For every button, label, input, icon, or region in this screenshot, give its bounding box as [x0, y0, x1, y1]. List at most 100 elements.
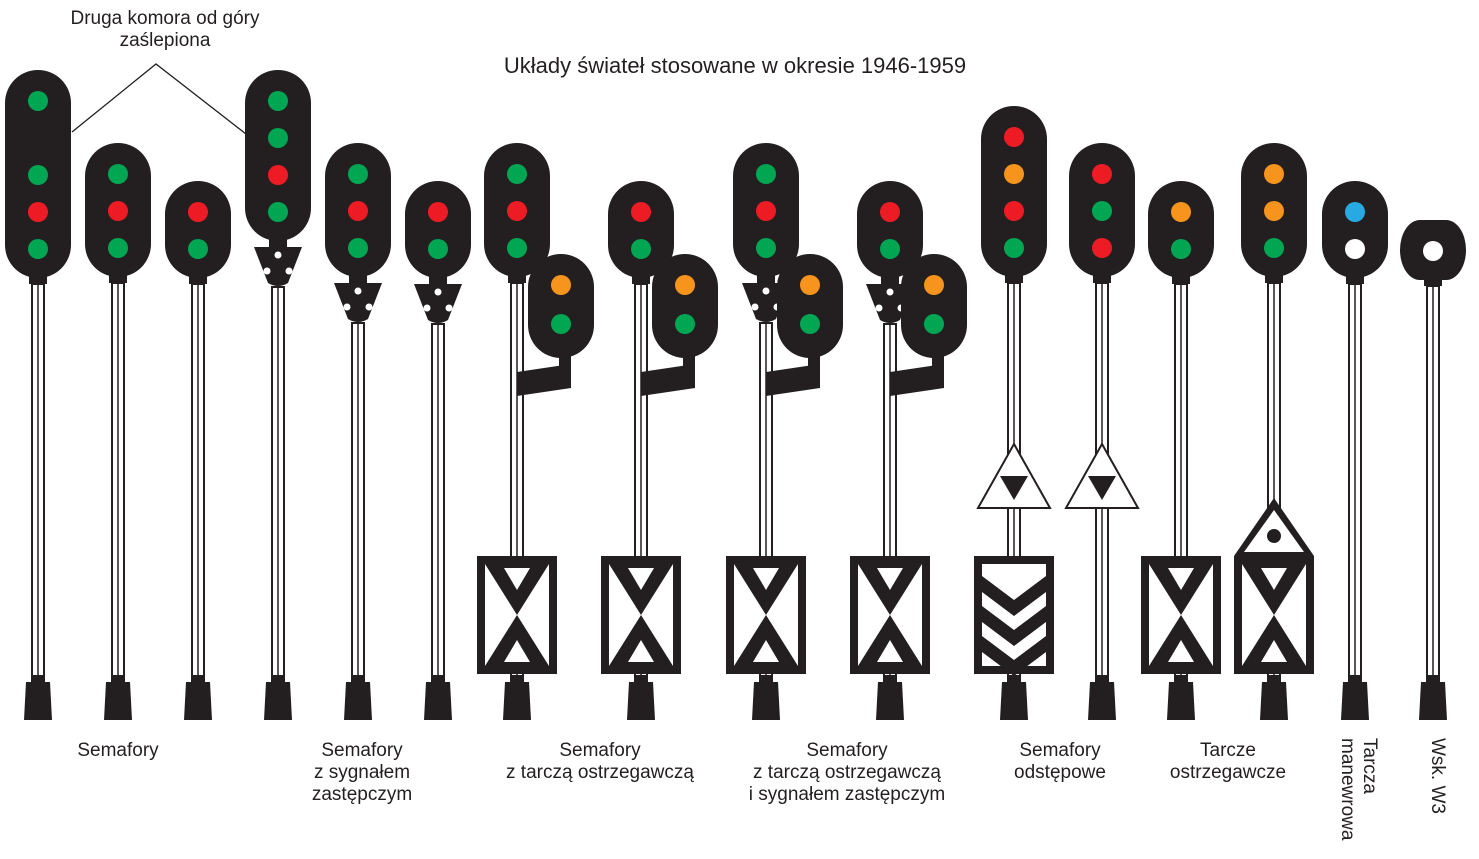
- semafor-tarcza-2-lamp-red: [631, 202, 651, 222]
- semafor-odstepowy-1-lamp-red: [1004, 201, 1024, 221]
- semafor-tarcza-zast-1-base-cap: [759, 676, 773, 684]
- semafor-tarcza-1-base: [503, 682, 531, 720]
- semafor-zast-2-substitute-lamp-right: [365, 303, 373, 311]
- tarcza-manewrowa-neck: [1346, 274, 1364, 284]
- tarcza-manewrowa-lamp-blue: [1345, 202, 1365, 222]
- semafor-tarcza-zast-1-lamp-green: [756, 238, 776, 258]
- semafor-tarcza-zast-2-board-x: [858, 564, 922, 666]
- semafor-zast-3-lamp-green: [428, 239, 448, 259]
- wskaznik-w3-neck: [1424, 276, 1442, 286]
- semafor-3-base-cap: [191, 676, 205, 684]
- semafor-3-lamp-green: [188, 239, 208, 259]
- semafor-odstepowy-1-lamp-green: [1004, 238, 1024, 258]
- semafor-zast-1-lamp-green: [268, 128, 288, 148]
- semafor-3-head: [165, 181, 231, 278]
- tarcza-ostrzegawcza-2-house-dot: [1267, 529, 1281, 543]
- wskaznik-w3-base: [1419, 682, 1447, 720]
- semafor-zast-1-lamp-red: [268, 165, 288, 185]
- semafor-zast-1-base-cap: [271, 676, 285, 684]
- semafor-zast-2-neck: [349, 273, 367, 283]
- wskaznik-w3-lamp-white: [1423, 241, 1443, 261]
- semafor-tarcza-2-base: [627, 682, 655, 720]
- semafor-odstepowy-1-base: [1000, 682, 1028, 720]
- semafor-1-lamp-green: [28, 165, 48, 185]
- semafor-tarcza-zast-1-substitute-lamp-top: [762, 287, 770, 295]
- semafor-odstepowy-2-triangle-inner: [1088, 476, 1116, 500]
- semafor-odstepowy-1-lamp-orange: [1004, 164, 1024, 184]
- semafor-zast-3-substitute: [414, 284, 462, 323]
- tarcza-manewrowa-base-cap: [1348, 676, 1362, 684]
- semafor-tarcza-zast-2-board-x-inner: [877, 568, 903, 662]
- semafor-zast-3-substitute-lamp-left: [423, 304, 431, 312]
- semafor-zast-3-substitute-lamp-top: [434, 288, 442, 296]
- semafor-tarcza-zast-2-substitute-lamp-top: [886, 288, 894, 296]
- semafor-3-base: [184, 682, 212, 720]
- semafor-zast-2-lamp-red: [348, 201, 368, 221]
- semafor-tarcza-1-lamp-red: [507, 201, 527, 221]
- tarcza-manewrowa-head: [1322, 181, 1388, 278]
- semafor-zast-3-head: [405, 181, 471, 278]
- semafor-tarcza-zast-2-neck: [881, 274, 899, 284]
- tarcza-ostrzegawcza-1-board-x-inner: [1168, 568, 1194, 662]
- semafor-tarcza-1-lamp-green: [507, 238, 527, 258]
- group-label-semafory: Semafory: [77, 740, 159, 761]
- tarcza-ostrzegawcza-2-board-x-inner: [1261, 568, 1287, 662]
- semafor-tarcza-2-warning-head: [652, 254, 718, 358]
- semafor-tarcza-zast-2-warning-lamp-orange: [924, 275, 944, 295]
- wskaznik-w3-base-cap: [1426, 676, 1440, 684]
- semafor-tarcza-1-lamp-green: [507, 164, 527, 184]
- semafor-zast-2-substitute-lamp-top: [354, 287, 362, 295]
- tarcza-ostrzegawcza-2-lamp-orange: [1264, 201, 1284, 221]
- semafor-tarcza-zast-2-substitute-lamp-left: [875, 304, 883, 312]
- semafor-tarcza-zast-1-lamp-red: [756, 201, 776, 221]
- semafor-tarcza-zast-2-warning-bracket: [890, 364, 944, 396]
- tarcza-ostrzegawcza-1-base-cap: [1174, 676, 1188, 684]
- semafor-tarcza-1-board-x: [485, 564, 549, 666]
- semafor-tarcza-zast-2-lamp-green: [880, 239, 900, 259]
- semafor-zast-1-substitute: [254, 247, 302, 286]
- semafor-tarcza-2-warning-lamp-green: [675, 314, 695, 334]
- semafor-tarcza-2-warning-bracket: [641, 364, 695, 396]
- tarcza-ostrzegawcza-2-board-x: [1242, 564, 1306, 666]
- semafor-zast-3-base: [424, 682, 452, 720]
- semafor-tarcza-1-base-cap: [510, 676, 524, 684]
- semafor-zast-2-base-cap: [351, 676, 365, 684]
- tarcza-ostrzegawcza-2-lamp-green: [1264, 238, 1284, 258]
- semafor-1-lamp-red: [28, 202, 48, 222]
- semafor-tarcza-zast-1-board-x-inner: [753, 568, 779, 662]
- wskaznik-w3: [1400, 220, 1466, 720]
- semafor-tarcza-zast-1-warning-lamp-green: [800, 314, 820, 334]
- semafor-tarcza-zast-2-lamp-red: [880, 202, 900, 222]
- semafor-tarcza-1-warning-lamp-orange: [551, 275, 571, 295]
- semafor-tarcza-zast-2-head: [857, 181, 923, 278]
- semafor-tarcza-zast-1: [726, 143, 843, 720]
- semafor-1-lamp-green: [28, 239, 48, 259]
- semafor-odstepowy-1-chevron-2: [982, 606, 1046, 646]
- semafor-tarcza-zast-1-lamp-green: [756, 164, 776, 184]
- semafor-zast-3-substitute-lamp-right: [445, 304, 453, 312]
- semafor-tarcza-1-warning-head: [528, 254, 594, 358]
- semafor-odstepowy-2: [1064, 143, 1140, 720]
- semafor-1-base: [24, 682, 52, 720]
- semafor-tarcza-2: [601, 181, 718, 720]
- tarcza-ostrzegawcza-1-neck: [1172, 274, 1190, 284]
- semafor-3: [165, 181, 231, 720]
- tarcza-ostrzegawcza-1-lamp-green: [1171, 239, 1191, 259]
- blanked-chamber-annotation: Druga komora od góry zaślepiona: [70, 8, 260, 51]
- semafor-2-lamp-red: [108, 201, 128, 221]
- semafor-zast-2-substitute: [334, 283, 382, 322]
- semafor-tarcza-1-neck: [508, 273, 526, 283]
- semafor-tarcza-2-board-x-inner: [628, 568, 654, 662]
- semafor-3-neck: [189, 274, 207, 284]
- semafor-zast-1-neck: [269, 237, 287, 247]
- semafor-zast-3-base-cap: [431, 676, 445, 684]
- semafor-1: [5, 70, 71, 720]
- semafor-tarcza-1: [477, 143, 594, 720]
- semafor-tarcza-zast-1-warning-head: [777, 254, 843, 358]
- diagram-title: Układy świateł stosowane w okresie 1946-…: [503, 53, 967, 78]
